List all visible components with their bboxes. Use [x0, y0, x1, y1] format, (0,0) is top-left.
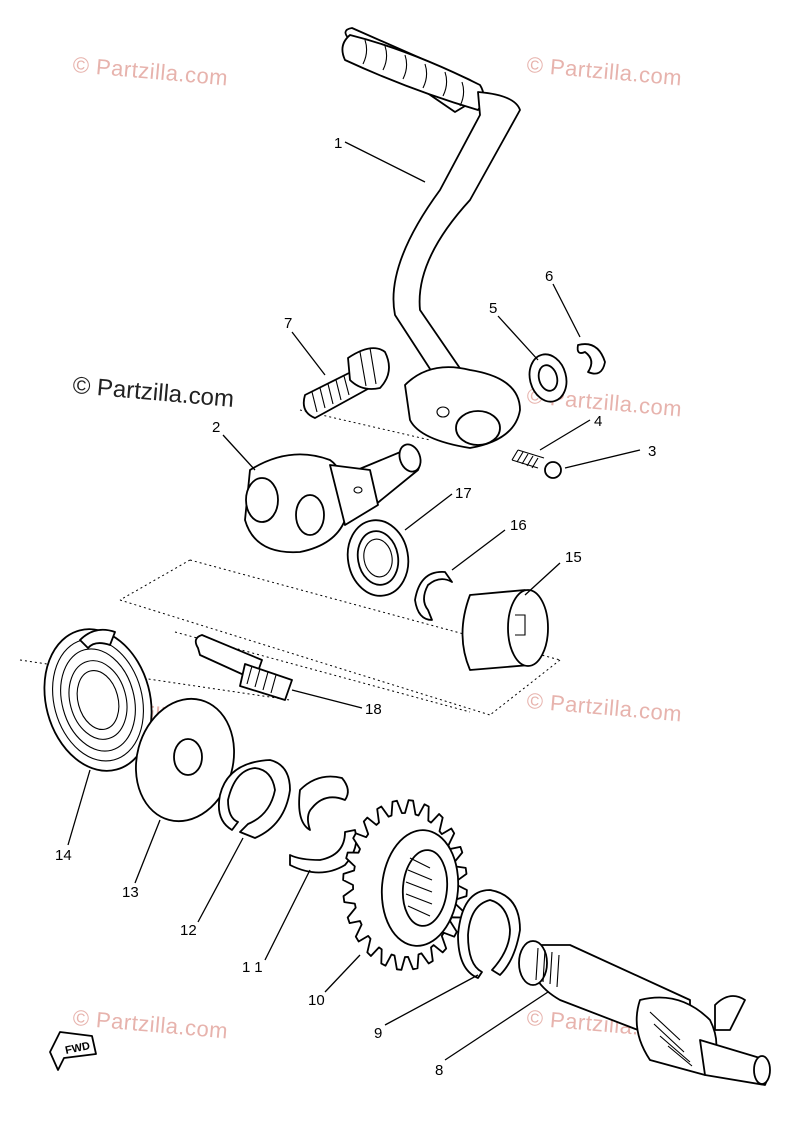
- torsion-spring-14: [43, 628, 153, 772]
- callout-8: 8: [435, 1062, 443, 1079]
- callout-9: 9: [374, 1025, 382, 1042]
- kick-axle-8: [518, 940, 771, 1086]
- callout-18: 18: [365, 701, 382, 718]
- callout-17: 17: [455, 485, 472, 502]
- spring-clip-9: [457, 889, 521, 979]
- eclip-6: [576, 343, 606, 375]
- guide-line: [19, 409, 561, 716]
- fwd-arrow: FWD: [49, 1031, 97, 1071]
- callout-3: 3: [648, 443, 656, 460]
- callout-10: 10: [308, 992, 325, 1009]
- spring-4: [511, 449, 545, 469]
- callout-14: 14: [55, 847, 72, 864]
- washer-13: [135, 697, 235, 823]
- callout-1: 1: [334, 135, 342, 152]
- callout-16: 16: [510, 517, 527, 534]
- circlip-12: [217, 759, 291, 839]
- callout-7: 7: [284, 315, 292, 332]
- clip-11: [289, 775, 358, 874]
- callout-numbers: 1 2 3 4 5 6 7 8 9 10 11 12 13 14 15 16 1…: [55, 135, 656, 1079]
- circlip-16: [414, 571, 453, 621]
- callout-4: 4: [594, 413, 602, 430]
- ball-3: [544, 461, 562, 479]
- callout-13: 13: [122, 884, 139, 901]
- bolt: [302, 347, 390, 419]
- gear-10: [342, 799, 468, 971]
- callout-12: 12: [180, 922, 197, 939]
- pin-18: [194, 634, 293, 701]
- callout-6: 6: [545, 268, 553, 285]
- oil-seal-17: [346, 519, 410, 597]
- collar-15: [461, 589, 549, 671]
- callout-5: 5: [489, 300, 497, 317]
- kick-lever: [341, 27, 521, 449]
- washer-5: [528, 353, 568, 403]
- kick-boss: [244, 443, 422, 554]
- fwd-label: FWD: [64, 1040, 91, 1057]
- callout-11: 11: [242, 959, 268, 976]
- callout-15: 15: [565, 549, 582, 566]
- leader-lines: [67, 141, 641, 1061]
- callout-2: 2: [212, 419, 220, 436]
